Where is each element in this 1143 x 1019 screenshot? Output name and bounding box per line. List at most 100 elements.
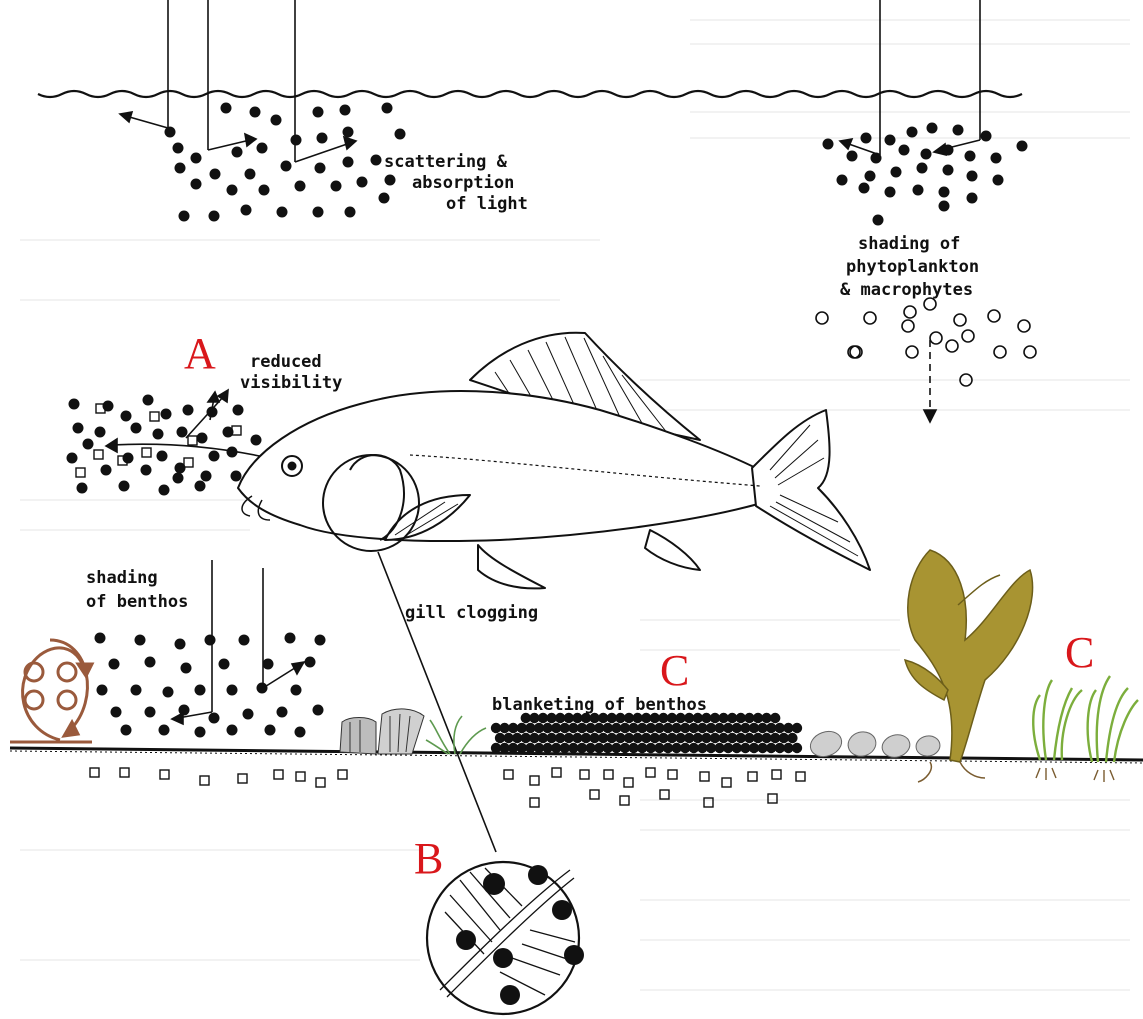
- particle-dot: [281, 161, 292, 172]
- particle-dot: [943, 145, 954, 156]
- particle-dot: [95, 633, 106, 644]
- particle-dot: [173, 473, 184, 484]
- particle-dot: [241, 205, 252, 216]
- particle-dot: [131, 423, 142, 434]
- particle-dot: [885, 135, 896, 146]
- particle-dot: [917, 163, 928, 174]
- particle-dot: [181, 663, 192, 674]
- particle-dot: [317, 133, 328, 144]
- particle-dot: [792, 723, 802, 733]
- particle-dot: [871, 153, 882, 164]
- sediment-particle: [184, 458, 193, 467]
- particle-dot: [121, 411, 132, 422]
- sediment-particle: [316, 778, 325, 787]
- particle-dot: [939, 201, 950, 212]
- particle-dot: [233, 405, 244, 416]
- particle-dot: [861, 133, 872, 144]
- particle-dot: [69, 399, 80, 410]
- particle-dot: [195, 685, 206, 696]
- particle-dot: [345, 207, 356, 218]
- particle-dot: [927, 123, 938, 134]
- particle-cluster-shading-benthos: [95, 633, 326, 738]
- particle-dot: [1017, 141, 1028, 152]
- sediment-particle: [90, 768, 99, 777]
- sediment-particle: [120, 768, 129, 777]
- particle-dot: [177, 427, 188, 438]
- sediment-particle: [700, 772, 709, 781]
- particle-dot: [209, 211, 220, 222]
- particle-dot: [331, 181, 342, 192]
- particle-dot: [157, 451, 168, 462]
- settling-arrow: [924, 340, 936, 422]
- particle-dot: [993, 175, 1004, 186]
- particle-dot: [263, 659, 274, 670]
- particle-dot: [232, 147, 243, 158]
- label-of-light: of light: [446, 194, 528, 214]
- sediment-particle: [604, 770, 613, 779]
- particle-dot: [257, 683, 268, 694]
- particle-dot: [395, 129, 406, 140]
- particle-dot: [195, 481, 206, 492]
- particle-dot: [981, 131, 992, 142]
- label-shading-of: shading of: [858, 234, 960, 254]
- particle-dot: [257, 143, 268, 154]
- particle-dot: [103, 401, 114, 412]
- particle-cluster-top-left: [165, 103, 406, 222]
- tail-fin: [752, 410, 870, 570]
- particle-dot: [787, 733, 797, 743]
- particle-dot: [123, 453, 134, 464]
- phytoplankton-cell: [954, 314, 966, 326]
- pelvic-fin: [478, 545, 545, 588]
- sediment-particle: [646, 768, 655, 777]
- sediment-particle: [142, 448, 151, 457]
- particle-dot: [143, 395, 154, 406]
- sediment-particle: [722, 778, 731, 787]
- resuspension-swirl-icon: [10, 640, 92, 742]
- particle-dot: [245, 169, 256, 180]
- particle-dot: [921, 149, 932, 160]
- label-visibility: visibility: [240, 373, 342, 393]
- seagrass-icon: [1033, 676, 1138, 782]
- sediment-particle: [338, 770, 347, 779]
- sediment-particle: [160, 770, 169, 779]
- particle-dot: [277, 707, 288, 718]
- particle-dot: [343, 157, 354, 168]
- phytoplankton-cell: [902, 320, 914, 332]
- particle-dot: [907, 127, 918, 138]
- phytoplankton-cell: [930, 332, 942, 344]
- particle-dot: [159, 725, 170, 736]
- particle-dot: [183, 405, 194, 416]
- sediment-particle: [530, 798, 539, 807]
- label-phytoplankton: phytoplankton: [846, 257, 979, 277]
- phytoplankton-cell: [906, 346, 918, 358]
- phytoplankton-cell: [904, 306, 916, 318]
- particle-dot: [173, 143, 184, 154]
- particle-dot: [313, 207, 324, 218]
- particle-dot: [227, 725, 238, 736]
- particle-dot: [121, 725, 132, 736]
- sediment-particle: [552, 768, 561, 777]
- particle-dot: [243, 709, 254, 720]
- label-macrophytes: & macrophytes: [840, 280, 973, 300]
- sponge-icon: [340, 709, 424, 754]
- particle-dot: [109, 659, 120, 670]
- particle-dot: [165, 127, 176, 138]
- label-blanketing: blanketing of benthos: [492, 695, 707, 715]
- particle-dot: [153, 429, 164, 440]
- particle-dot: [313, 705, 324, 716]
- particle-dot: [291, 685, 302, 696]
- particle-dot: [145, 657, 156, 668]
- sediment-particle: [580, 770, 589, 779]
- particle-dot: [179, 211, 190, 222]
- particle-dot: [899, 145, 910, 156]
- sediment-particle: [274, 770, 283, 779]
- particle-dot: [219, 659, 230, 670]
- label-gill-clogging: gill clogging: [405, 603, 538, 623]
- particle-dot: [195, 727, 206, 738]
- phytoplankton-cell: [962, 330, 974, 342]
- particle-dot: [205, 635, 216, 646]
- particle-dot: [77, 483, 88, 494]
- phytoplankton-cells: [816, 298, 1036, 386]
- sediment-particle: [200, 776, 209, 785]
